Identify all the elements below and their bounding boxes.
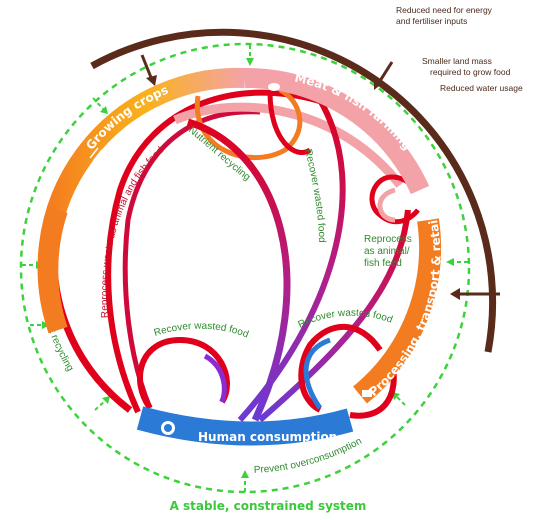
outer-boundary <box>19 42 471 494</box>
arrow-upper-left <box>92 97 105 111</box>
flows <box>50 87 420 423</box>
arrow-lower-right <box>395 395 406 406</box>
reprocess-waste-label: Reprocess waste as animal and fish feed <box>99 145 166 318</box>
note-land-2: required to grow food <box>430 67 511 77</box>
input-notes: Reduced need for energy and fertiliser i… <box>396 5 523 93</box>
reprocess-line2: as animal/ <box>364 246 410 257</box>
footer-title: A stable, constrained system <box>170 499 367 513</box>
reprocess-line1: Reprocess <box>364 234 412 245</box>
note-energy-1: Reduced need for energy <box>396 5 493 15</box>
recover-wasted-food-left-label: Recover wasted food <box>153 321 250 341</box>
human-consumption-label: Human consumption <box>198 430 337 444</box>
pig-icon <box>268 83 280 91</box>
reprocess-line3: fish feed <box>364 258 402 269</box>
growing-crops-label: Growing crops <box>83 83 170 153</box>
recover-wasted-food-center-label: Recover wasted food <box>302 148 327 243</box>
plate-icon <box>161 421 175 435</box>
note-land-1: Smaller land mass <box>422 56 492 66</box>
truck-icon <box>362 390 372 397</box>
note-water: Reduced water usage <box>440 83 523 93</box>
wheat-icon <box>89 147 103 161</box>
note-energy-2: and fertiliser inputs <box>396 16 467 26</box>
arrow-lower-left <box>94 399 107 411</box>
